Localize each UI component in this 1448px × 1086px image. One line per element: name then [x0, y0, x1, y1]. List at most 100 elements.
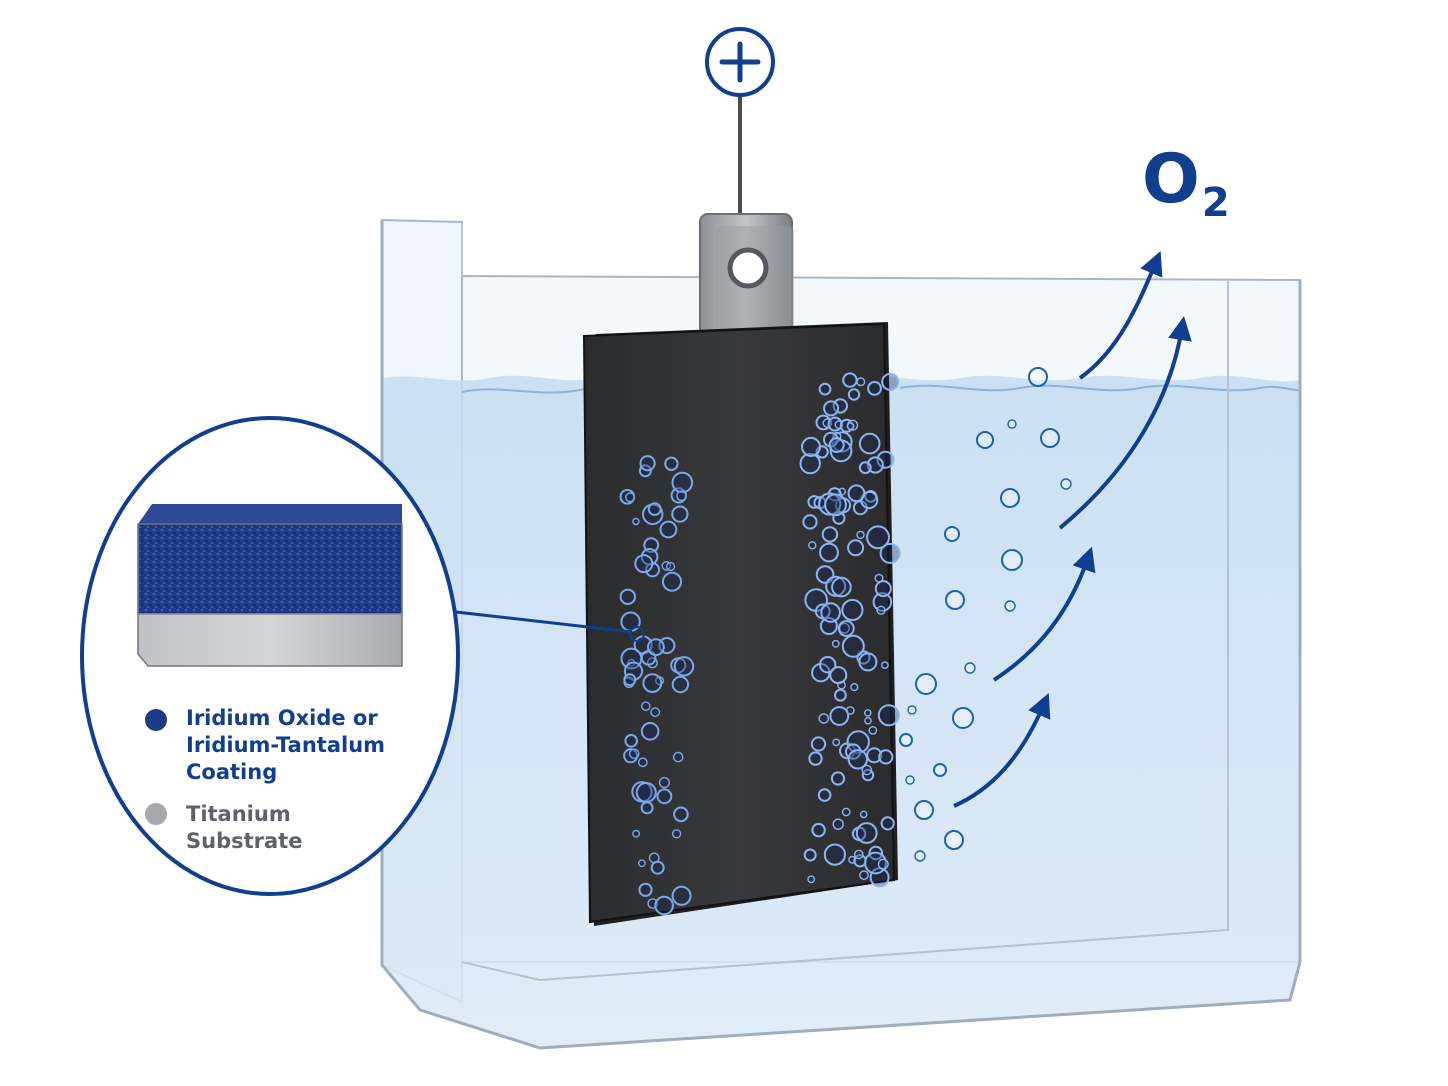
bubble	[874, 580, 892, 598]
bubble	[676, 490, 687, 502]
bubble	[637, 757, 648, 768]
bubble	[807, 875, 816, 884]
bubble	[641, 701, 651, 712]
bubble	[671, 471, 694, 494]
bubble	[801, 436, 821, 457]
bubble	[832, 818, 844, 830]
bubble	[856, 377, 866, 387]
bubble	[866, 747, 883, 764]
coating-swatch	[145, 709, 167, 731]
titanium-label-line-1: Titanium	[186, 802, 291, 826]
bubble	[872, 592, 893, 612]
arrow-3	[992, 546, 1096, 682]
coating-label-line-2: Iridium-Tantalum	[186, 733, 386, 757]
bubble	[829, 706, 850, 726]
bubble	[659, 520, 678, 539]
bubble	[837, 620, 855, 637]
bubble	[829, 666, 848, 685]
bubble	[673, 806, 689, 823]
bubble	[841, 807, 851, 817]
bubble	[808, 541, 817, 550]
bubble	[640, 801, 654, 815]
bubble	[817, 788, 832, 802]
bubble	[820, 602, 841, 623]
bubble	[944, 830, 964, 850]
bubble	[868, 726, 878, 735]
bubble	[823, 400, 840, 417]
bubble	[1040, 428, 1060, 448]
bubble	[831, 639, 840, 648]
bubble	[907, 705, 917, 715]
bubble	[867, 381, 882, 396]
bubble	[915, 673, 937, 695]
bubble	[830, 771, 846, 786]
gas-flow-arrows	[953, 250, 1192, 808]
bubble	[662, 571, 682, 592]
bubble	[632, 829, 641, 838]
bubble	[625, 492, 636, 503]
bubble	[619, 588, 636, 605]
bubble	[811, 822, 826, 838]
bubble	[665, 561, 676, 572]
bubble	[964, 662, 976, 674]
coating-callout	[80, 416, 460, 896]
bubble	[642, 673, 663, 693]
anode-plate	[582, 213, 898, 926]
bubble	[881, 372, 900, 391]
bubble	[650, 707, 661, 718]
bubble	[864, 717, 872, 725]
bubble	[832, 738, 841, 747]
bubble	[1007, 419, 1017, 429]
bubble	[1001, 549, 1023, 571]
bubble	[828, 437, 845, 453]
titanium-swatch	[145, 803, 167, 825]
coating-label-line-1: Iridium Oxide or	[186, 706, 378, 730]
bubble	[658, 776, 671, 789]
arrow-2	[1058, 316, 1192, 530]
bubble	[841, 634, 865, 658]
bubble	[671, 829, 682, 839]
bubble	[846, 730, 870, 754]
bubble	[866, 525, 890, 550]
arrow-4	[953, 692, 1051, 808]
bubble	[638, 882, 653, 897]
bubble	[933, 763, 947, 777]
bubble	[846, 422, 855, 431]
bubble	[647, 502, 662, 517]
bubble	[1060, 478, 1072, 490]
bubble	[818, 382, 832, 396]
bubble	[881, 661, 889, 669]
bubble	[834, 688, 847, 702]
bubble	[1004, 600, 1016, 612]
bubble	[819, 542, 839, 563]
bubble	[855, 822, 878, 844]
bubble	[634, 554, 654, 574]
bubble	[876, 450, 895, 469]
bubble	[673, 656, 695, 677]
bubble	[640, 722, 660, 741]
bubble	[635, 782, 657, 803]
bubble	[856, 530, 865, 540]
bubble	[664, 456, 679, 471]
bubble	[832, 398, 848, 414]
bubble	[914, 800, 934, 820]
bubble	[976, 431, 994, 449]
bubble	[650, 860, 665, 875]
bubble	[877, 704, 900, 727]
coating-label-line-3: Coating	[186, 760, 278, 784]
callout-leader	[455, 610, 633, 634]
bubble	[858, 652, 878, 672]
bubble	[879, 542, 901, 564]
bubble	[624, 734, 639, 748]
bubble	[905, 775, 915, 785]
titanium-label-line-2: Substrate	[186, 829, 303, 853]
bubble	[639, 455, 656, 472]
bubble	[847, 749, 868, 770]
bubble	[914, 850, 926, 862]
titanium-label: Titanium Substrate	[186, 801, 386, 855]
bubble	[858, 432, 881, 455]
bubble	[847, 484, 866, 503]
bubble	[672, 751, 684, 763]
bubble	[877, 858, 889, 870]
